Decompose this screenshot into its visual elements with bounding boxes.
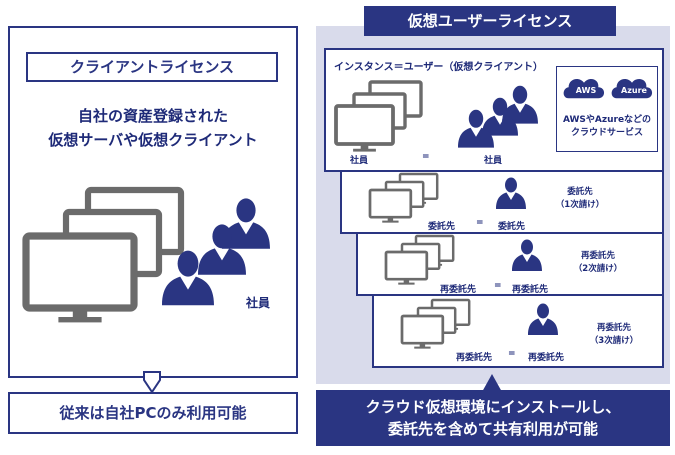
row3-side-line-1: 再委託先 [580, 251, 615, 261]
azure-label: Azure [621, 86, 647, 95]
virtual-user-license-title: 仮想ユーザーライセンス [364, 6, 616, 36]
monitor-stack-icon [400, 298, 471, 351]
row3-left-label: 再委託先 [440, 285, 477, 295]
card1-illustration [334, 80, 538, 154]
row2-right-label: 委託先 [498, 222, 526, 232]
instance-user-header: インスタンス＝ユーザー（仮想クライアント） [334, 62, 543, 73]
right-footer-line-2: 委託先を含めて共有利用が可能 [387, 420, 598, 438]
row4-side-label: 再委託先 （3次請け） [582, 322, 646, 348]
row2-left-label: 委託先 [428, 222, 456, 232]
row1-right-label: 社員 [484, 156, 503, 166]
monitor-stack-icon [334, 80, 423, 154]
card4-illustration [400, 298, 558, 351]
person-icon [512, 239, 542, 271]
row4-equals: = [508, 349, 516, 359]
aws-label: AWS [575, 86, 597, 95]
row4-right-label: 再委託先 [528, 353, 565, 363]
client-license-title: クライアントライセンス [26, 52, 278, 82]
monitor-stack-icon [368, 172, 439, 224]
cloud-line-1: AWSやAzureなどの [562, 115, 652, 125]
row2-side-line-2: （1次請け） [555, 200, 605, 210]
row3-right-label: 再委託先 [512, 285, 549, 295]
row3-side-label: 再委託先 （2次請け） [566, 250, 630, 276]
row2-equals: = [476, 218, 484, 228]
row2-side-label: 委託先 （1次請け） [548, 186, 612, 212]
client-license-description: 自社の資産登録された 仮想サーバや仮想クライアント [14, 104, 292, 152]
card3-illustration [384, 234, 542, 287]
left-illustration [22, 186, 270, 336]
left-person-label: 社員 [246, 296, 271, 310]
row3-equals: = [494, 281, 502, 291]
row4-left-label: 再委託先 [456, 353, 493, 363]
row4-side-line-2: （3次請け） [589, 336, 639, 346]
person-icon [528, 303, 558, 335]
left-footer: 従来は自社PCのみ利用可能 [8, 392, 298, 434]
description-line-2: 仮想サーバや仮想クライアント [48, 131, 258, 149]
row1-equals: = [422, 152, 430, 162]
row3-side-line-2: （2次請け） [573, 264, 623, 274]
cloud-line-2: クラウドサービス [570, 128, 643, 138]
right-footer-line-1: クラウド仮想環境にインストールし、 [365, 398, 621, 416]
monitor-stack-icon [384, 234, 455, 287]
row1-left-label: 社員 [350, 156, 369, 166]
left-connector-icon [143, 371, 161, 394]
right-connector-icon [482, 374, 502, 392]
description-line-1: 自社の資産登録された [77, 107, 228, 125]
monitor-stack-icon [26, 190, 181, 322]
cloud-services-label: AWSやAzureなどの クラウドサービス [556, 114, 658, 140]
row2-side-line-1: 委託先 [567, 187, 593, 197]
person-group-icon [458, 85, 538, 148]
card2-illustration [368, 172, 526, 224]
right-footer: クラウド仮想環境にインストールし、 委託先を含めて共有利用が可能 [316, 390, 670, 446]
row4-side-line-1: 再委託先 [596, 323, 631, 333]
person-icon [496, 177, 526, 209]
